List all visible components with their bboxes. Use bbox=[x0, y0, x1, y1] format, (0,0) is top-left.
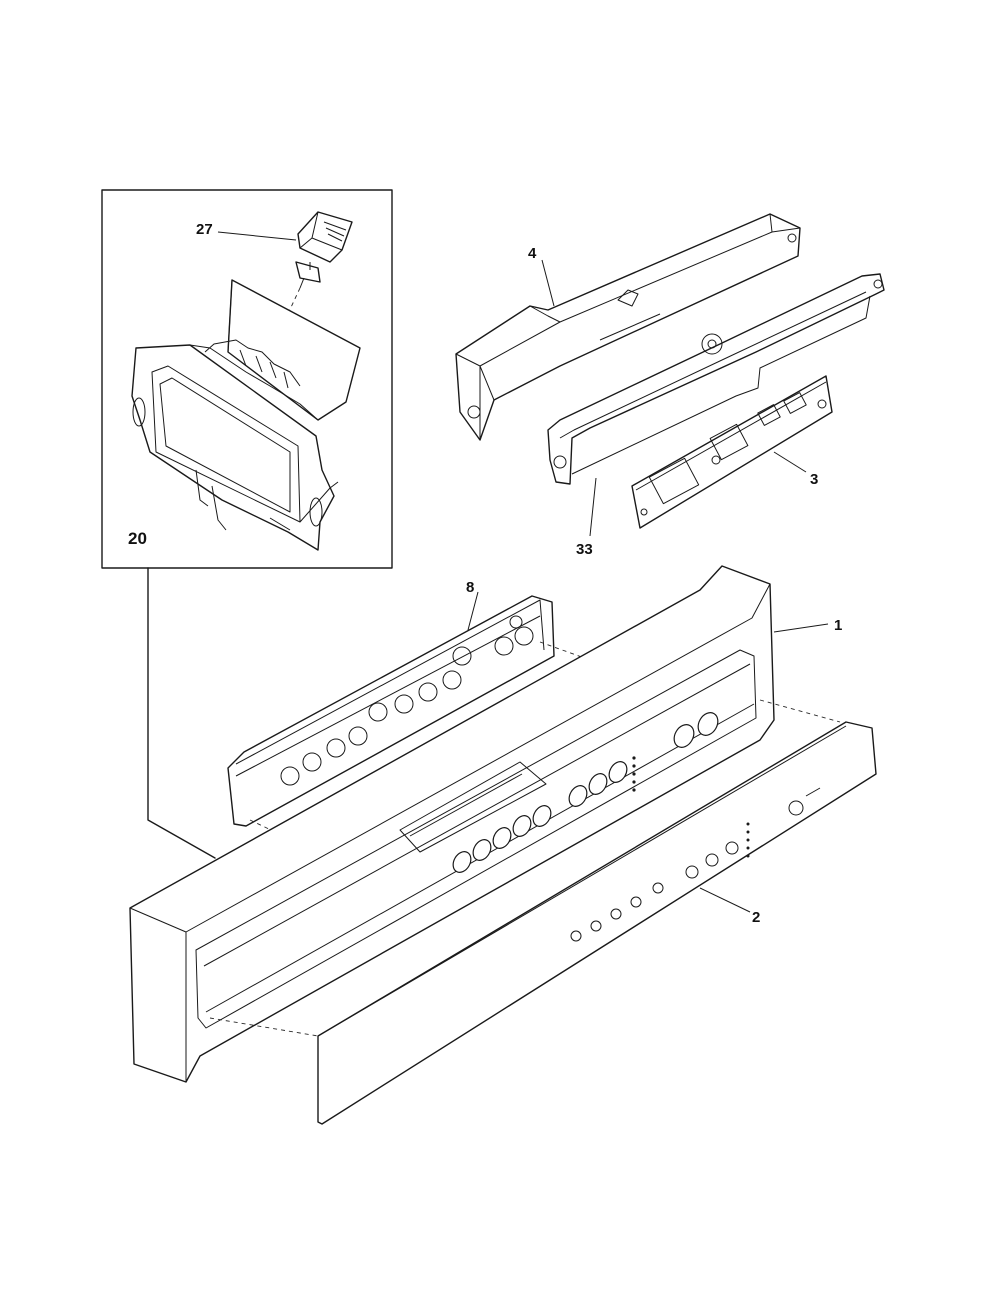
callout-4: 4 bbox=[528, 245, 537, 262]
part-2-indicator-dots bbox=[746, 822, 750, 858]
part-2-overlay bbox=[317, 721, 877, 1125]
part-8-keypad bbox=[227, 591, 591, 841]
callout-2: 2 bbox=[752, 909, 760, 926]
part-8-keypad-buttons bbox=[280, 615, 534, 786]
callout-27: 27 bbox=[196, 221, 213, 238]
part-27-switch bbox=[217, 211, 353, 349]
part-4-cover bbox=[455, 213, 801, 441]
part-20-dispenser bbox=[131, 279, 361, 551]
callout-20: 20 bbox=[128, 529, 147, 548]
part-3-board bbox=[631, 375, 833, 529]
part-1-indicator-dots bbox=[632, 756, 636, 792]
callout-1: 1 bbox=[834, 617, 842, 634]
callout-8: 8 bbox=[466, 579, 474, 596]
callout-3: 3 bbox=[810, 471, 818, 488]
inset-box-part-20 bbox=[101, 189, 393, 859]
callout-33: 33 bbox=[576, 541, 593, 558]
part-1-buttons bbox=[452, 712, 719, 873]
part-33-gasket bbox=[547, 273, 885, 537]
part-1-control-panel bbox=[129, 565, 841, 1083]
part-2-symbols bbox=[570, 787, 821, 942]
